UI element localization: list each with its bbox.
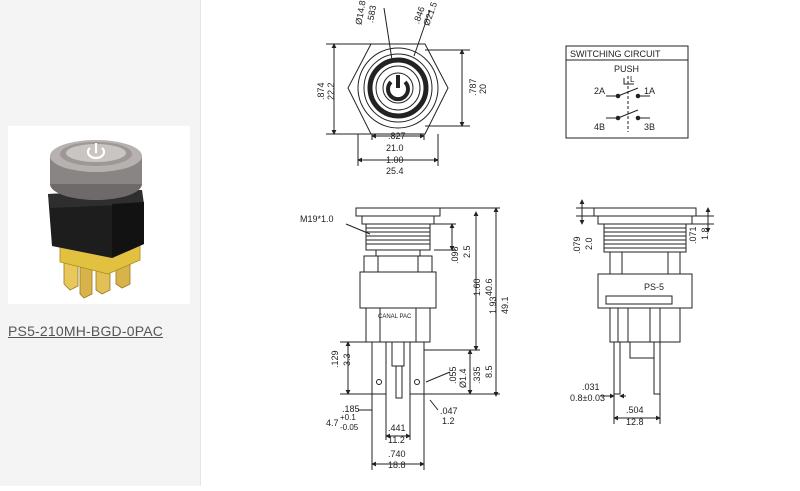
dim-right-031: .031 xyxy=(582,382,600,392)
body-marking: CANAL PAC xyxy=(378,314,412,320)
dim-right-1-8: 1.8 xyxy=(700,227,710,240)
dim-side-11-2: 11.2 xyxy=(388,435,405,445)
product-panel: PS5-210MH-BGD-0PAC xyxy=(0,0,200,486)
side-view-labels: M19*1.0 CANAL PAC .098 2.5 1.60 40.6 1.9… xyxy=(300,214,510,470)
dim-right-12-8: 12.8 xyxy=(626,417,644,427)
dim-right-0-8: 0.8±0.03 xyxy=(570,393,605,403)
dim-side-49-1: 49.1 xyxy=(500,296,510,314)
dim-right-504: .504 xyxy=(626,405,644,415)
dim-side-2-5: 2.5 xyxy=(462,245,472,258)
circuit-title: SWITCHING CIRCUIT xyxy=(570,49,661,59)
dim-top-22-2: 22.2 xyxy=(326,82,336,100)
dim-top-20: 20 xyxy=(478,84,488,94)
dim-side-441: .441 xyxy=(388,423,406,433)
terminal-2a: 2A xyxy=(594,86,605,96)
dim-side-18-8: 18.8 xyxy=(388,460,406,470)
dim-top-d21-5: Ø21.5 xyxy=(421,1,439,27)
circuit-symbol: L xyxy=(630,75,635,84)
dim-side-1-2: 1.2 xyxy=(442,416,455,426)
dim-side-047: .047 xyxy=(440,406,458,416)
dim-side-tol-minus: -0.05 xyxy=(340,423,359,432)
dim-top-d14-8: Ø14.8 xyxy=(353,0,367,26)
dim-side-740: .740 xyxy=(388,449,406,459)
dim-right-079: .079 xyxy=(572,236,582,254)
technical-drawing: .583 Ø14.8 .846 Ø21.5 .874 22.2 .787 20 … xyxy=(201,0,800,486)
dim-side-335: .335 xyxy=(472,366,482,384)
body-marking-ps5: PS-5 xyxy=(644,282,664,292)
dim-side-185: .185 xyxy=(342,404,360,414)
terminal-4b: 4B xyxy=(594,122,605,132)
top-view-dimensions: .583 Ø14.8 .846 Ø21.5 .874 22.2 .787 20 … xyxy=(316,0,488,176)
dim-top-583: .583 xyxy=(365,5,378,24)
dim-side-8-5: 8.5 xyxy=(484,365,494,378)
right-view-labels: PS-5 .079 2.0 .071 1.8 .031 0.8±0.03 .50… xyxy=(570,226,710,427)
drawing-canvas: .583 Ø14.8 .846 Ø21.5 .874 22.2 .787 20 … xyxy=(300,0,714,470)
dim-side-1-93: 1.93 xyxy=(488,296,498,314)
dim-top-827: .827 xyxy=(388,131,406,141)
dim-side-tol-plus: +0.1 xyxy=(340,413,356,422)
product-part-number-link[interactable]: PS5-210MH-BGD-0PAC xyxy=(8,323,164,339)
terminal-3b: 3B xyxy=(644,122,655,132)
dim-side-129: .129 xyxy=(330,350,340,368)
dim-top-25-4: 25.4 xyxy=(386,166,404,176)
dim-side-d1-4: Ø1.4 xyxy=(458,368,468,388)
switching-circuit-labels: SWITCHING CIRCUIT PUSH L 2A 1A 4B 3B xyxy=(570,49,661,132)
circuit-mode: PUSH xyxy=(614,64,639,74)
dim-side-4-7: 4.7 xyxy=(326,418,339,428)
product-photo xyxy=(8,126,190,304)
side-view xyxy=(340,207,500,470)
dim-top-787: .787 xyxy=(468,78,478,96)
terminal-1a: 1A xyxy=(644,86,655,96)
dim-top-21-0: 21.0 xyxy=(386,143,404,153)
dim-top-874: .874 xyxy=(316,82,326,100)
thread-label: M19*1.0 xyxy=(300,214,334,224)
panel-divider xyxy=(200,0,201,486)
dim-top-1-00: 1.00 xyxy=(386,155,404,165)
top-view xyxy=(326,7,470,166)
dim-side-055: .055 xyxy=(448,366,458,384)
dim-side-40-6: 40.6 xyxy=(484,278,494,296)
dim-side-098: .098 xyxy=(450,246,460,264)
switching-circuit-box xyxy=(565,45,689,139)
right-view xyxy=(576,199,714,424)
dim-side-1-60: 1.60 xyxy=(472,278,482,296)
dim-side-3-3: 3.3 xyxy=(342,353,352,366)
dim-right-2-0: 2.0 xyxy=(584,237,594,250)
dim-right-071: .071 xyxy=(688,226,698,244)
